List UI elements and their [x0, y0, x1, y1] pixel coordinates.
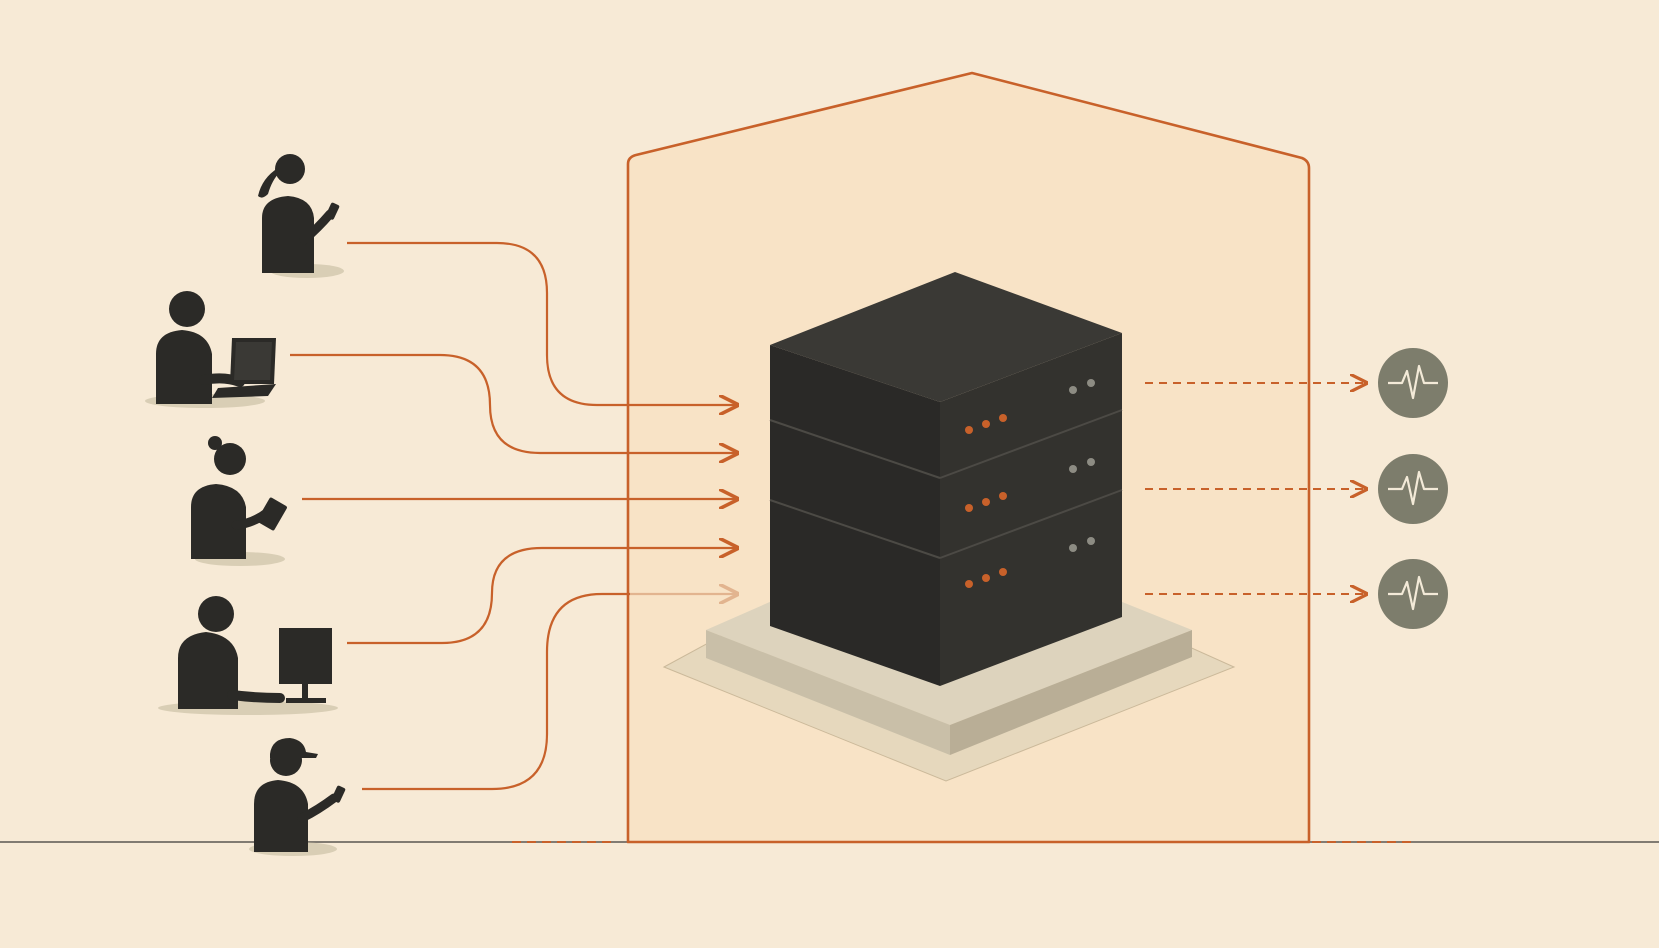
incoming-connectors [290, 241, 737, 791]
user-woman-phone [258, 154, 344, 278]
heartbeat-monitor-1 [1378, 348, 1448, 418]
phone-icon [331, 785, 346, 803]
user-man-laptop [145, 291, 276, 408]
desktop-monitor-icon [279, 628, 332, 703]
heartbeat-monitor-2 [1378, 454, 1448, 524]
server-unit-1-leds [965, 379, 1095, 434]
laptop-icon [212, 338, 276, 398]
user-woman-tablet [191, 436, 287, 566]
connector-4 [347, 548, 737, 645]
cap-icon [270, 738, 318, 758]
server-unit-3-leds [965, 537, 1095, 588]
connector-2 [290, 353, 737, 453]
server-unit-2-leds [965, 458, 1095, 512]
outgoing-connectors [1145, 383, 1366, 594]
heartbeat-icon [1388, 364, 1438, 400]
user-man-desktop [158, 596, 338, 715]
heartbeat-icon [1388, 470, 1438, 506]
tablet-icon [257, 497, 287, 531]
heartbeat-icon [1388, 575, 1438, 611]
user-man-cap-phone [249, 738, 346, 856]
heartbeat-monitor-3 [1378, 559, 1448, 629]
connector-1 [347, 241, 737, 405]
phone-icon [325, 202, 340, 220]
server-stack [769, 272, 1123, 686]
connector-5 [362, 592, 630, 791]
